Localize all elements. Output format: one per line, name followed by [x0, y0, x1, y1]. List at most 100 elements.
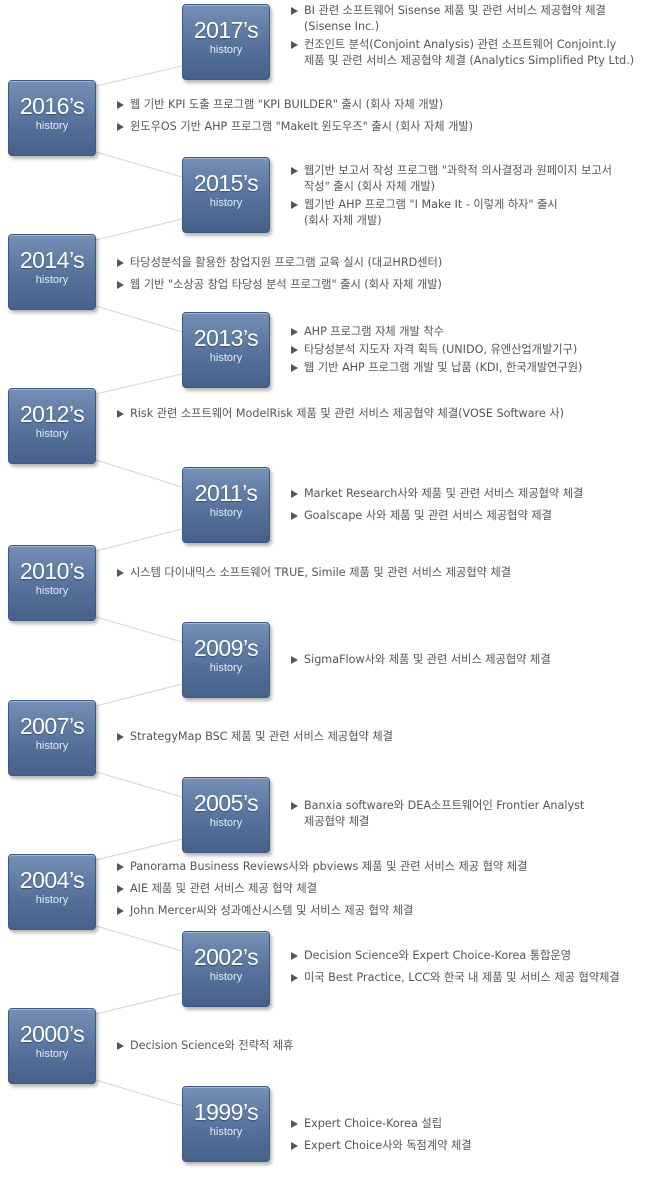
- timeline-connector: [95, 925, 183, 952]
- event-text: 웹기반 보고서 작성 프로그램 "과학적 의사결정과 원페이지 보고서: [304, 164, 612, 177]
- event-item: John Mercer씨와 성과예산시스템 및 서비스 제공 협약 체결: [116, 903, 527, 919]
- triangle-bullet-icon: [117, 281, 124, 289]
- year-label: 2002’s: [193, 944, 259, 970]
- event-list: Banxia software와 DEA소프트웨어인 Frontier Anal…: [290, 798, 584, 836]
- year-label: 2010’s: [19, 558, 85, 584]
- event-text: (Sisense Inc.): [304, 20, 380, 33]
- event-text: (회사 자체 개발): [304, 214, 382, 227]
- event-text: 웹 기반 KPI 도출 프로그램 "KPI BUILDER" 출시 (회사 자체…: [130, 98, 444, 111]
- event-item: SigmaFlow사와 제품 및 관련 서비스 제공협약 체결: [290, 652, 551, 668]
- year-label: 2015’s: [193, 170, 259, 196]
- timeline-connector: [95, 771, 183, 798]
- triangle-bullet-icon: [291, 656, 298, 664]
- timeline-connector: [95, 683, 183, 707]
- event-text: SigmaFlow사와 제품 및 관련 서비스 제공협약 체결: [304, 653, 551, 666]
- event-text: Risk 관련 소프트웨어 ModelRisk 제품 및 관련 서비스 제공협약…: [130, 407, 564, 420]
- event-list: Decision Science와 Expert Choice-Korea 통합…: [290, 948, 620, 992]
- year-label: 2000’s: [19, 1021, 85, 1047]
- triangle-bullet-icon: [117, 101, 124, 109]
- year-subtitle: history: [35, 1048, 69, 1060]
- event-list: Panorama Business Reviews사와 pbviews 제품 및…: [116, 859, 527, 925]
- event-list: StrategyMap BSC 제품 및 관련 서비스 제공협약 체결: [116, 729, 393, 751]
- triangle-bullet-icon: [291, 1142, 298, 1150]
- event-list: 타당성분석을 활용한 창업지원 프로그램 교육 실시 (대교HRD센터) 웹 기반…: [116, 255, 442, 299]
- event-text: 타당성분석 지도자 자격 획득 (UNIDO, 유엔산업개발기구): [304, 343, 578, 356]
- event-text: BI 관련 소프트웨어 Sisense 제품 및 관련 서비스 제공협약 체결: [304, 4, 606, 17]
- triangle-bullet-icon: [117, 1042, 124, 1050]
- event-item: Decision Science와 전략적 제휴: [116, 1038, 293, 1054]
- timeline-connector: [95, 151, 183, 178]
- triangle-bullet-icon: [291, 802, 298, 810]
- event-item: AHP 프로그램 자체 개발 착수: [290, 324, 582, 340]
- timeline-connector: [95, 992, 183, 1015]
- year-subtitle: history: [209, 817, 243, 829]
- event-text: 미국 Best Practice, LCC와 한국 내 제품 및 서비스 제공 …: [304, 971, 620, 984]
- triangle-bullet-icon: [291, 490, 298, 498]
- event-item: BI 관련 소프트웨어 Sisense 제품 및 관련 서비스 제공협약 체결 (…: [290, 3, 634, 35]
- triangle-bullet-icon: [291, 328, 298, 336]
- triangle-bullet-icon: [117, 410, 124, 418]
- event-list: SigmaFlow사와 제품 및 관련 서비스 제공협약 체결: [290, 652, 551, 674]
- triangle-bullet-icon: [117, 733, 124, 741]
- year-subtitle: history: [209, 352, 243, 364]
- event-item: 웹 기반 AHP 프로그램 개발 및 납품 (KDI, 한국개발연구원): [290, 360, 582, 376]
- event-item: Banxia software와 DEA소프트웨어인 Frontier Anal…: [290, 798, 584, 830]
- event-list: 웹 기반 KPI 도출 프로그램 "KPI BUILDER" 출시 (회사 자체…: [116, 97, 473, 141]
- year-label: 2016’s: [19, 93, 85, 119]
- timeline-connector: [95, 373, 183, 395]
- event-item: Expert Choice사와 독점계약 체결: [290, 1138, 472, 1154]
- event-text: Banxia software와 DEA소프트웨어인 Frontier Anal…: [304, 799, 585, 812]
- year-subtitle: history: [209, 507, 243, 519]
- timeline-connector: [95, 65, 183, 87]
- event-item: Risk 관련 소프트웨어 ModelRisk 제품 및 관련 서비스 제공협약…: [116, 406, 564, 422]
- event-item: StrategyMap BSC 제품 및 관련 서비스 제공협약 체결: [116, 729, 393, 745]
- event-item: 컨조인트 분석(Conjoint Analysis) 관련 소프트웨어 Conj…: [290, 37, 634, 69]
- timeline-connector: [95, 838, 183, 861]
- triangle-bullet-icon: [291, 201, 298, 209]
- triangle-bullet-icon: [117, 569, 124, 577]
- event-item: 타당성분석을 활용한 창업지원 프로그램 교육 실시 (대교HRD센터): [116, 255, 442, 271]
- year-subtitle: history: [35, 894, 69, 906]
- event-list: Expert Choice-Korea 설립 Expert Choice사와 독점…: [290, 1116, 472, 1160]
- event-item: Decision Science와 Expert Choice-Korea 통합…: [290, 948, 620, 964]
- year-subtitle: history: [209, 197, 243, 209]
- event-list: Decision Science와 전략적 제휴: [116, 1038, 293, 1060]
- triangle-bullet-icon: [291, 1120, 298, 1128]
- event-item: AIE 제품 및 관련 서비스 제공 협약 체결: [116, 881, 527, 897]
- triangle-bullet-icon: [117, 863, 124, 871]
- triangle-bullet-icon: [291, 974, 298, 982]
- triangle-bullet-icon: [291, 7, 298, 15]
- year-subtitle: history: [209, 44, 243, 56]
- event-text: 시스템 다이내믹스 소프트웨어 TRUE, Simile 제품 및 관련 서비스…: [130, 566, 512, 579]
- triangle-bullet-icon: [117, 907, 124, 915]
- year-label: 1999’s: [193, 1099, 259, 1125]
- timeline-connector: [95, 528, 183, 552]
- timeline-connector: [95, 218, 183, 241]
- year-label: 2004’s: [19, 867, 85, 893]
- event-text: 웹기반 AHP 프로그램 "I Make It - 이렇게 하자" 출시: [304, 198, 558, 211]
- event-text: John Mercer씨와 성과예산시스템 및 서비스 제공 협약 체결: [130, 904, 414, 917]
- event-list: 시스템 다이내믹스 소프트웨어 TRUE, Simile 제품 및 관련 서비스…: [116, 565, 511, 587]
- event-item: Expert Choice-Korea 설립: [290, 1116, 472, 1132]
- event-item: 웹 기반 "소상공 창업 타당성 분석 프로그램" 출시 (회사 자체 개발): [116, 277, 442, 293]
- year-subtitle: history: [209, 662, 243, 674]
- event-text: 타당성분석을 활용한 창업지원 프로그램 교육 실시 (대교HRD센터): [130, 256, 443, 269]
- triangle-bullet-icon: [117, 259, 124, 267]
- event-text: Expert Choice-Korea 설립: [304, 1117, 442, 1130]
- year-label: 2012’s: [19, 401, 85, 427]
- year-label: 2007’s: [19, 713, 85, 739]
- event-text: 컨조인트 분석(Conjoint Analysis) 관련 소프트웨어 Conj…: [304, 38, 617, 51]
